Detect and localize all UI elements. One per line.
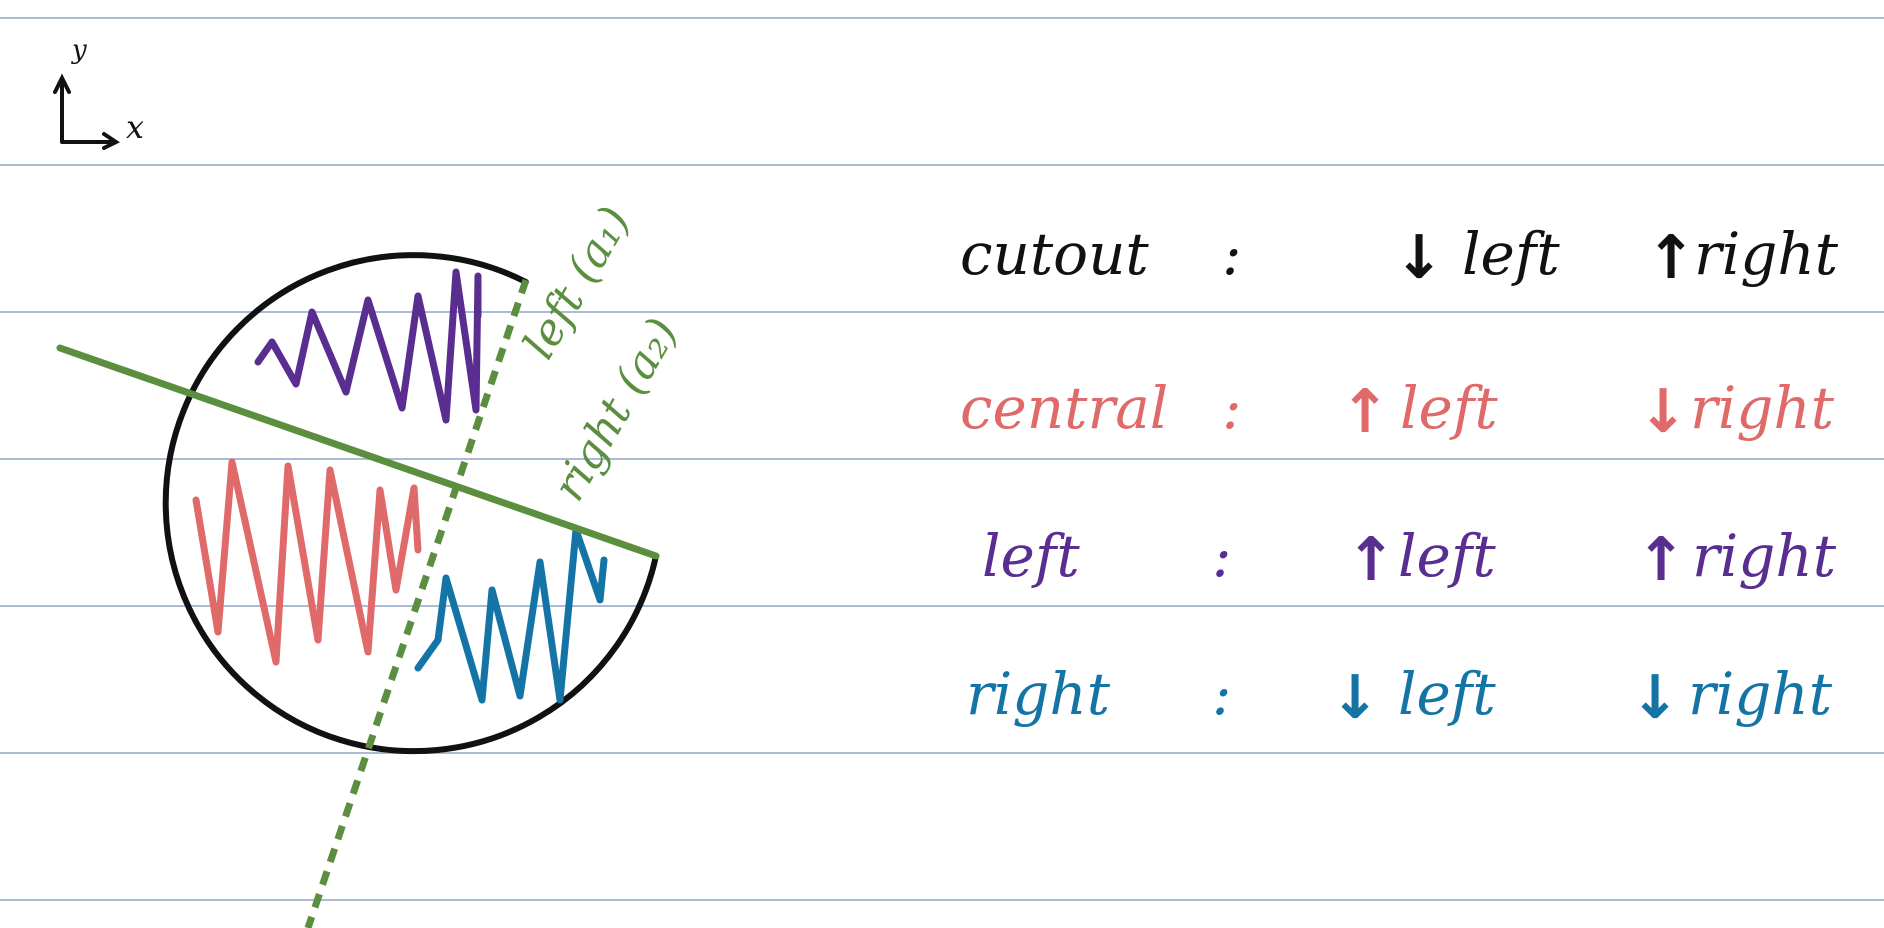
right-direction-arrow-icon: ↑ <box>1636 525 1686 595</box>
red-fill-scribble <box>192 458 422 666</box>
left-direction-arrow-icon: ↑ <box>1346 525 1396 595</box>
left-direction-arrow-icon: ↑ <box>1340 377 1390 447</box>
circle-diagram: left (a₁) right (a₂) <box>56 198 688 928</box>
row-colon: : <box>1222 220 1242 288</box>
row-colon: : <box>1222 374 1242 442</box>
right-text: right <box>1690 374 1835 442</box>
left-text: left <box>1398 522 1496 590</box>
row-name: left <box>982 522 1080 590</box>
row-name: right <box>966 660 1111 728</box>
table-row: left : ↑ left ↑ right <box>982 522 1837 595</box>
axes-indicator: y x <box>53 35 144 150</box>
row-colon: : <box>1212 522 1232 590</box>
blue-fill-scribble <box>414 526 608 704</box>
table-row: central : ↑ left ↓ right <box>960 374 1835 447</box>
left-text: left <box>1400 374 1498 442</box>
table-row: cutout : ↓ left ↑ right <box>960 220 1839 293</box>
left-direction-arrow-icon: ↓ <box>1394 223 1444 293</box>
right-text: right <box>1694 220 1839 288</box>
axis-x-label: x <box>126 108 144 146</box>
right-text: right <box>1688 660 1833 728</box>
ruled-lines <box>0 17 1884 901</box>
axes-arrow-icon <box>53 73 120 150</box>
green-dashed-line <box>304 278 530 928</box>
right-direction-arrow-icon: ↑ <box>1646 223 1696 293</box>
label-left-a1: left (a₁) <box>513 198 640 368</box>
row-name: cutout <box>960 220 1149 288</box>
right-direction-arrow-icon: ↓ <box>1630 663 1680 733</box>
left-direction-arrow-icon: ↓ <box>1330 663 1380 733</box>
table-row: right : ↓ left ↓ right <box>966 660 1833 733</box>
right-text: right <box>1692 522 1837 590</box>
row-colon: : <box>1212 660 1232 728</box>
row-name: central <box>960 374 1168 442</box>
left-text: left <box>1398 660 1496 728</box>
left-text: left <box>1462 220 1560 288</box>
direction-table: cutout : ↓ left ↑ right central : ↑ left… <box>960 220 1839 733</box>
green-solid-line <box>56 344 660 560</box>
circle-outline <box>162 252 659 755</box>
right-direction-arrow-icon: ↓ <box>1638 377 1688 447</box>
purple-fill-scribble <box>254 268 482 424</box>
axis-y-label: y <box>71 35 87 65</box>
